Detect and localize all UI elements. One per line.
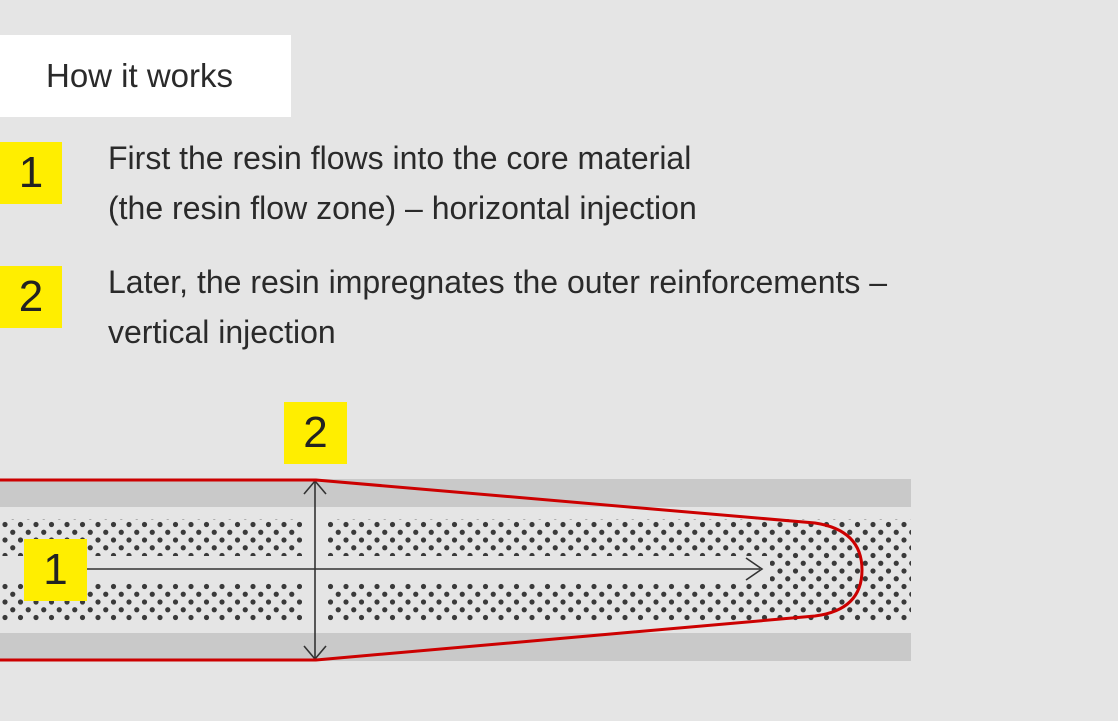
horizontal-injection-badge: 1 [24, 539, 87, 601]
vertical-injection-number: 2 [303, 408, 328, 457]
section-title-box: How it works [0, 35, 291, 117]
step-2-description: Later, the resin impregnates the outer r… [108, 257, 887, 357]
step-2-number: 2 [18, 272, 44, 321]
step-1-number: 1 [18, 148, 44, 197]
step-2-badge: 2 [0, 266, 62, 328]
resin-injection-diagram [0, 478, 911, 662]
resin-flow-front [0, 478, 864, 662]
step-2-line-1: Later, the resin impregnates the outer r… [108, 264, 888, 300]
section-title: How it works [46, 57, 234, 94]
vertical-injection-badge: 2 [284, 402, 347, 464]
step-1-line-1: First the resin flows into the core mate… [108, 140, 692, 176]
step-2-line-2: vertical injection [108, 314, 336, 350]
step-1-description: First the resin flows into the core mate… [108, 133, 697, 233]
step-1-badge: 1 [0, 142, 62, 204]
horizontal-arrowhead [745, 557, 764, 581]
step-1-line-2: (the resin flow zone) – horizontal injec… [108, 190, 697, 226]
horizontal-injection-number: 1 [43, 545, 68, 594]
